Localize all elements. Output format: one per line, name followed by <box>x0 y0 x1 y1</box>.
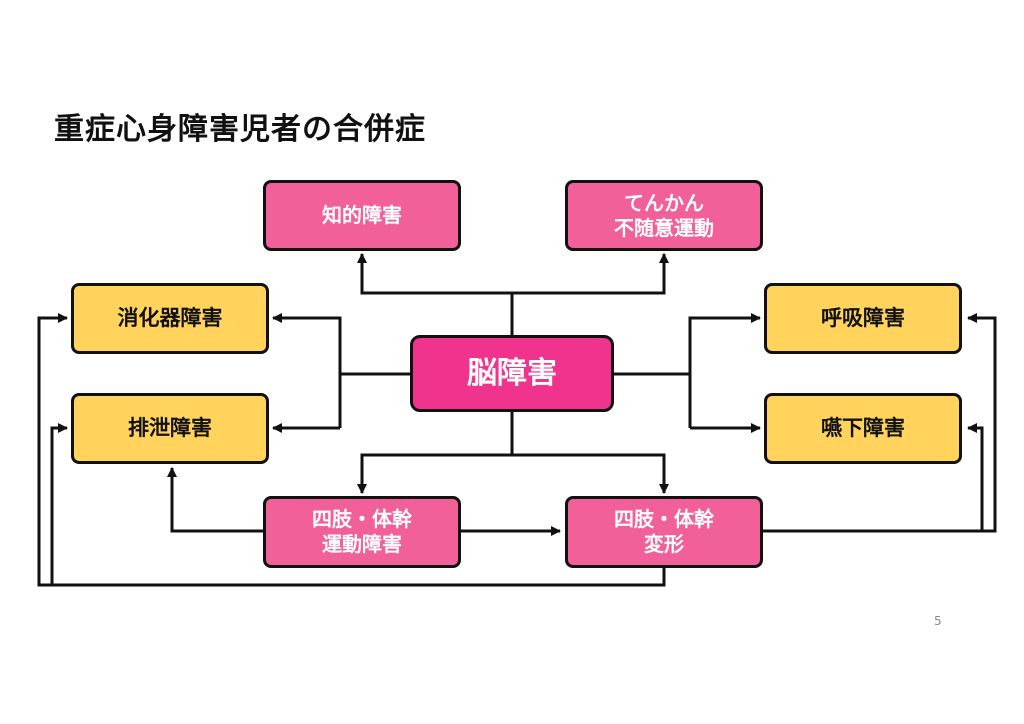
motor-label-line1: 四肢・体幹 <box>312 507 412 531</box>
deformity-label-line1: 四肢・体幹 <box>614 507 714 531</box>
motor-label-line2: 運動障害 <box>322 532 402 556</box>
arrow-brain-intellectual <box>357 253 514 335</box>
arrow-deformity-swallowing <box>967 423 984 531</box>
digestive-node: 消化器障害 <box>71 283 269 354</box>
brain-label: 脳障害 <box>467 355 557 391</box>
epilepsy-label-line2: 不随意運動 <box>614 215 714 240</box>
digestive-label: 消化器障害 <box>117 306 223 331</box>
arrow-brain-epilepsy <box>512 253 669 295</box>
brain-node: 脳障害 <box>410 335 614 412</box>
excretion-label: 排泄障害 <box>128 416 212 441</box>
arrow-brain-deformity <box>512 453 669 494</box>
epilepsy-label-line1: てんかん <box>624 190 704 215</box>
respiratory-node: 呼吸障害 <box>764 283 962 354</box>
motor-node: 四肢・体幹 運動障害 <box>263 496 461 568</box>
arrow-deformity-digestive <box>37 313 666 587</box>
arrow-brain-respiratory <box>688 313 761 428</box>
arrow-deformity-respiratory <box>760 313 997 533</box>
epilepsy-node: てんかん 不随意運動 <box>565 180 763 251</box>
deformity-node: 四肢・体幹 変形 <box>565 496 763 568</box>
intellectual-label: 知的障害 <box>322 203 402 227</box>
arrow-deformity-excretion <box>50 423 68 585</box>
swallowing-label: 嚥下障害 <box>821 416 905 441</box>
arrow-motor-excretion <box>167 467 263 533</box>
arrow-brain-digestive <box>272 313 342 428</box>
respiratory-label: 呼吸障害 <box>821 306 905 331</box>
intellectual-node: 知的障害 <box>263 180 461 251</box>
arrow-brain-motor <box>357 412 514 494</box>
deformity-label-line2: 変形 <box>644 532 684 556</box>
swallowing-node: 嚥下障害 <box>764 393 962 464</box>
page-number: 5 <box>934 614 942 628</box>
excretion-node: 排泄障害 <box>71 393 269 464</box>
page-title: 重症心身障害児者の合併症 <box>54 112 426 147</box>
